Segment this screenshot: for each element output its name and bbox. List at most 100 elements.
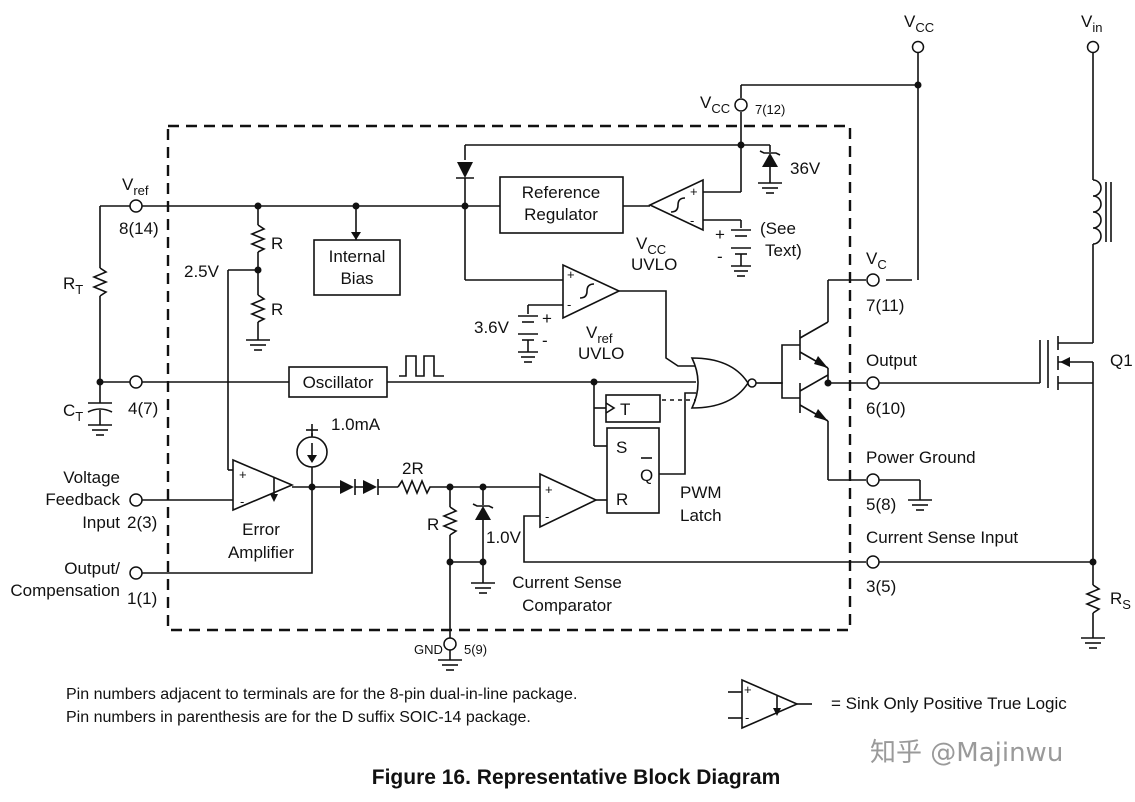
ct-label: CT [63,401,83,424]
r-divider [227,206,270,470]
current-1ma-label: 1.0mA [331,415,381,434]
power-ground-label: Power Ground [866,448,976,467]
ct-pin-number: 4(7) [128,399,158,418]
minus-sign: - [545,509,549,524]
ct-capacitor [87,382,113,436]
v36-source-label: 3.6V [474,318,510,337]
vc-pin-terminal [866,273,880,287]
vcc-rail [465,47,919,281]
zener-36v-label: 36V [790,159,821,178]
plus-sign: + [542,309,552,328]
output-comp-line1: Output/ [64,559,120,578]
current-sense-pin-number: 3(5) [866,577,896,596]
oscillator-label: Oscillator [303,373,374,392]
internal-bias-line2: Bias [340,269,373,288]
gnd-pin-terminal [443,637,457,651]
plus-sign: + [545,482,553,497]
latch-s-label: S [616,438,627,457]
zener-1v-label: 1.0V [486,528,522,547]
vref-rail [99,205,650,268]
rt-label: RT [63,274,83,297]
plus-sign: + [744,682,752,697]
output-pin-number: 6(10) [866,399,906,418]
plus-sign: + [239,467,247,482]
rs-resistor [1081,562,1105,649]
voltage-feedback-line1: Voltage [63,468,120,487]
pwm-latch-line1: PWM [680,483,722,502]
vcc-pin-number: 7(12) [755,102,785,117]
vcc-uvlo-line2: UVLO [631,255,677,274]
current-source-1ma [296,424,328,487]
vcc-top-label: VCC [904,12,934,35]
nor-gate [662,344,800,409]
junction [461,202,469,210]
internal-bias-line1: Internal [329,247,386,266]
vcc-top-terminal [911,40,925,54]
plus-sign: + [567,267,575,282]
vcc-uvlo-comparator [648,178,751,277]
ref-2-5v-label: 2.5V [184,262,220,281]
junction [737,141,745,149]
latch-r-label: R [616,490,628,509]
resistor-2r [397,478,540,496]
plus-sign: + [715,225,725,244]
clock-waveform [399,355,444,377]
zener-36v-diode [758,145,782,194]
ct-pin-terminal [129,375,143,389]
voltage-feedback-line3: Input [82,513,120,532]
oscillator-block [288,366,388,398]
vc-pin-number: 7(11) [866,296,904,315]
junction [914,81,922,89]
gnd-pin-number: 5(9) [464,642,487,657]
vcc-pin-label: VCC [700,93,730,116]
voltage-feedback-pin-terminal [129,493,143,507]
junction [254,266,262,274]
note-line1: Pin numbers adjacent to terminals are fo… [66,686,577,703]
vref-uvlo-comparator [518,263,696,367]
toggle-t-label: T [620,400,630,419]
q1-label: Q1 [1110,351,1133,370]
minus-sign: - [745,710,749,725]
power-ground-pin-terminal [866,473,880,487]
pwm-latch-line2: Latch [680,506,722,525]
legend-text: = Sink Only Positive True Logic [831,694,1067,713]
current-sense-comparator-line2: Comparator [522,596,612,615]
vref-pin-number: 8(14) [119,219,159,238]
error-amplifier-line2: Amplifier [228,543,294,562]
rs-label: RS [1110,589,1131,612]
voltage-feedback-pin-number: 2(3) [127,513,157,532]
minus-sign: - [567,297,571,312]
vc-label: VC [866,249,887,272]
vref-uvlo-label: Vref [586,323,613,346]
vcc-vref-diode [456,145,563,281]
watermark: 知乎 @Majinwu [870,738,1063,768]
error-amplifier [142,458,340,512]
see-text-line1: (See [760,219,796,238]
latch-q-label: Q [640,466,653,485]
series-diodes [340,479,398,495]
power-ground-pin-number: 5(8) [866,495,896,514]
pwm-latch-block [606,427,660,514]
vref-uvlo-line2: UVLO [578,344,624,363]
r-top-label: R [271,234,283,253]
gnd-label: GND [414,642,443,657]
vref-label: Vref [122,175,149,198]
note-line2: Pin numbers in parenthesis are for the D… [66,709,531,726]
reference-regulator-block [499,176,624,234]
q1-mosfet [879,330,1094,390]
vin-terminal [1086,40,1100,54]
zener-1v-diode [471,487,495,594]
power-ground-symbol [879,479,932,511]
vcc-uvlo-label: VCC [636,234,666,257]
r-bottom-label: R [271,300,283,319]
rt-resistor [91,267,109,382]
see-text-line2: Text) [765,241,802,260]
toggle-flip-flop [605,394,661,423]
resistor-2r-label: 2R [402,459,424,478]
reference-regulator-line1: Reference [522,183,600,202]
current-sense-pin-terminal [866,555,880,569]
vin-label: Vin [1081,12,1102,35]
minus-sign: - [240,494,244,509]
output-comp-pin-number: 1(1) [127,589,157,608]
